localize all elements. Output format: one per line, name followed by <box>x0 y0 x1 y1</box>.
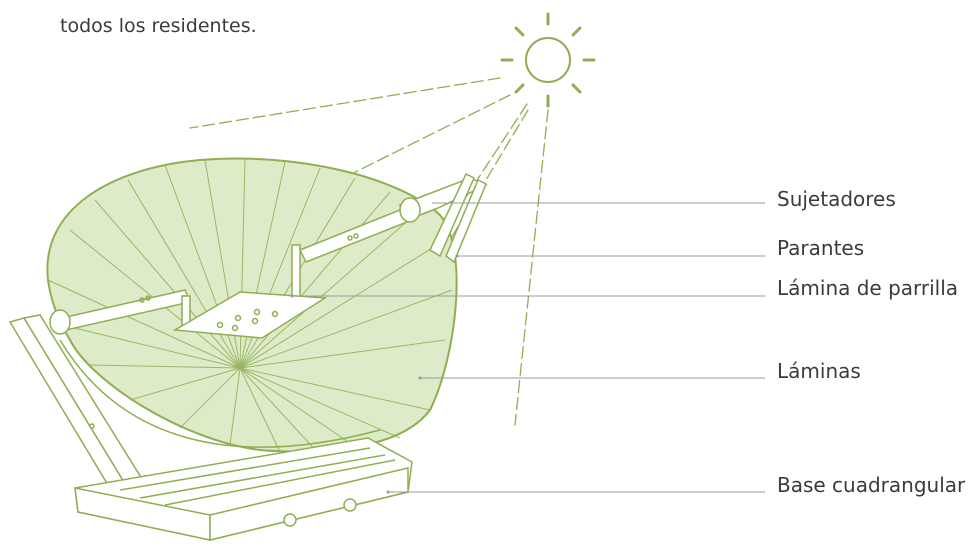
label-lamina-parrilla: Lámina de parrilla <box>777 276 959 300</box>
intro-text: todos los residentes. <box>60 4 257 68</box>
label-laminas: Láminas <box>777 359 861 383</box>
intro-text-line: todos los residentes. <box>60 15 257 37</box>
leader-dots <box>290 254 459 494</box>
label-sujetadores: Sujetadores <box>777 187 896 211</box>
label-base-cuadrangular: Base cuadrangular <box>777 473 966 497</box>
sun-icon <box>500 12 596 108</box>
label-parantes: Parantes <box>777 236 865 260</box>
right-uprights <box>398 172 488 264</box>
leader-lines <box>292 202 765 493</box>
support-arms <box>61 207 414 339</box>
